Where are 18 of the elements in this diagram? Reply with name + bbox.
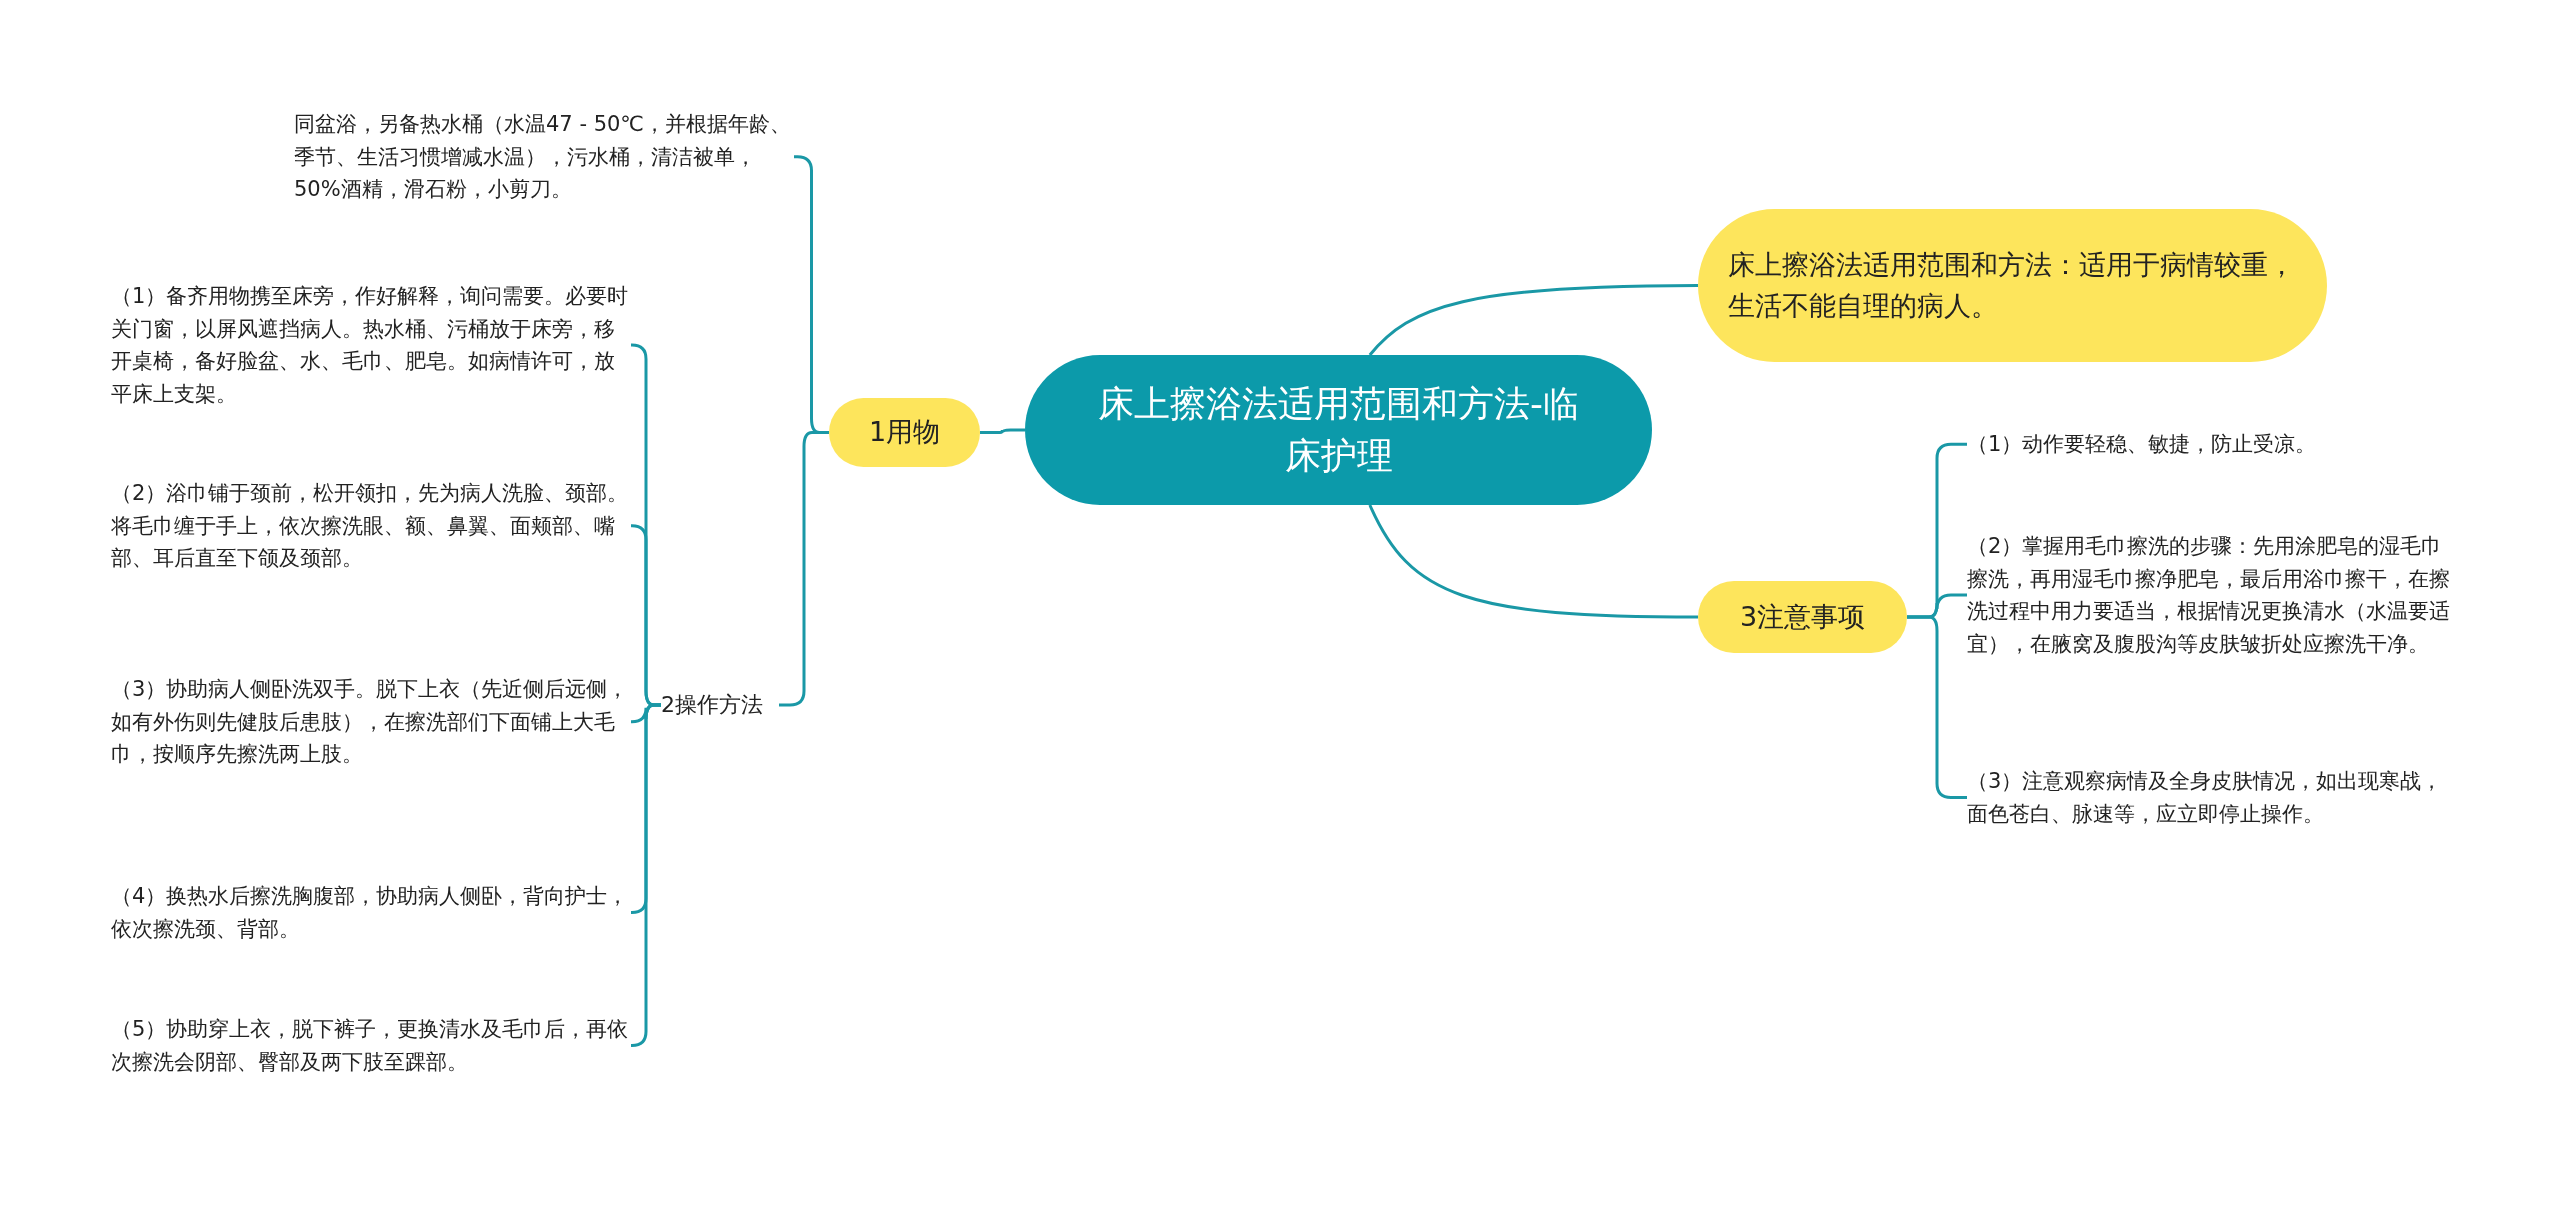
- topic-pill: 3注意事项: [1698, 581, 1907, 653]
- note-text: （1）动作要轻稳、敏捷，防止受凉。: [1967, 431, 2317, 458]
- note-text: （3）协助病人侧卧洗双手。脱下上衣（先近侧后远侧，如有外伤则先健肢后患肢），在擦洗部们下面铺上大毛巾，按顺序先擦洗两上肢。: [111, 676, 630, 769]
- connector-line: [1368, 284, 1698, 356]
- note-text: （2）掌握用毛巾擦洗的步骤：先用涂肥皂的湿毛巾擦洗，再用湿毛巾擦净肥皂，最后用浴巾擦干，在擦洗过程中用力要适当，根据情况更换清水（水温要适宜），在腋窝及腹股沟等皮肤皱折处应擦洗干净。: [1967, 533, 2451, 658]
- central-topic: 床上擦浴法适用范围和方法-临床护理: [1025, 355, 1652, 505]
- connector-line: [1368, 504, 1698, 619]
- note-text: （5）协助穿上衣，脱下裤子，更换清水及毛巾后，再依次擦洗会阴部、臀部及两下肢至踝部。: [111, 1016, 630, 1076]
- note-text: （4）换热水后擦洗胸腹部，协助病人侧卧，背向护士，依次擦洗颈、背部。: [111, 883, 630, 943]
- note-text: （3）注意观察病情及全身皮肤情况，如出现寒战，面色苍白、脉速等，应立即停止操作。: [1967, 768, 2444, 828]
- topic-pill: 1用物: [829, 398, 980, 467]
- note-text: （1）备齐用物携至床旁，作好解释，询问需要。必要时关门窗，以屏风遮挡病人。热水桶、污桶放于床旁，移开桌椅，备好脸盆、水、毛巾、肥皂。如病情许可，放平床上支架。: [111, 283, 630, 408]
- topic-text: 2操作方法: [661, 691, 763, 719]
- note-text: 同盆浴，另备热水桶（水温47 - 50℃，并根据年龄、季节、生活习惯增减水温），污水桶，清洁被单，50%酒精，滑石粉，小剪刀。: [294, 111, 792, 204]
- note-text: （2）浴巾铺于颈前，松开领扣，先为病人洗脸、颈部。将毛巾缠于手上，依次擦洗眼、额、鼻翼、面颊部、嘴部、耳后直至下颌及颈部。: [111, 480, 630, 573]
- connector-line: [980, 428, 1025, 434]
- topic-pill: 床上擦浴法适用范围和方法：适用于病情较重，生活不能自理的病人。: [1698, 209, 2327, 362]
- connector-line: [630, 703, 661, 1048]
